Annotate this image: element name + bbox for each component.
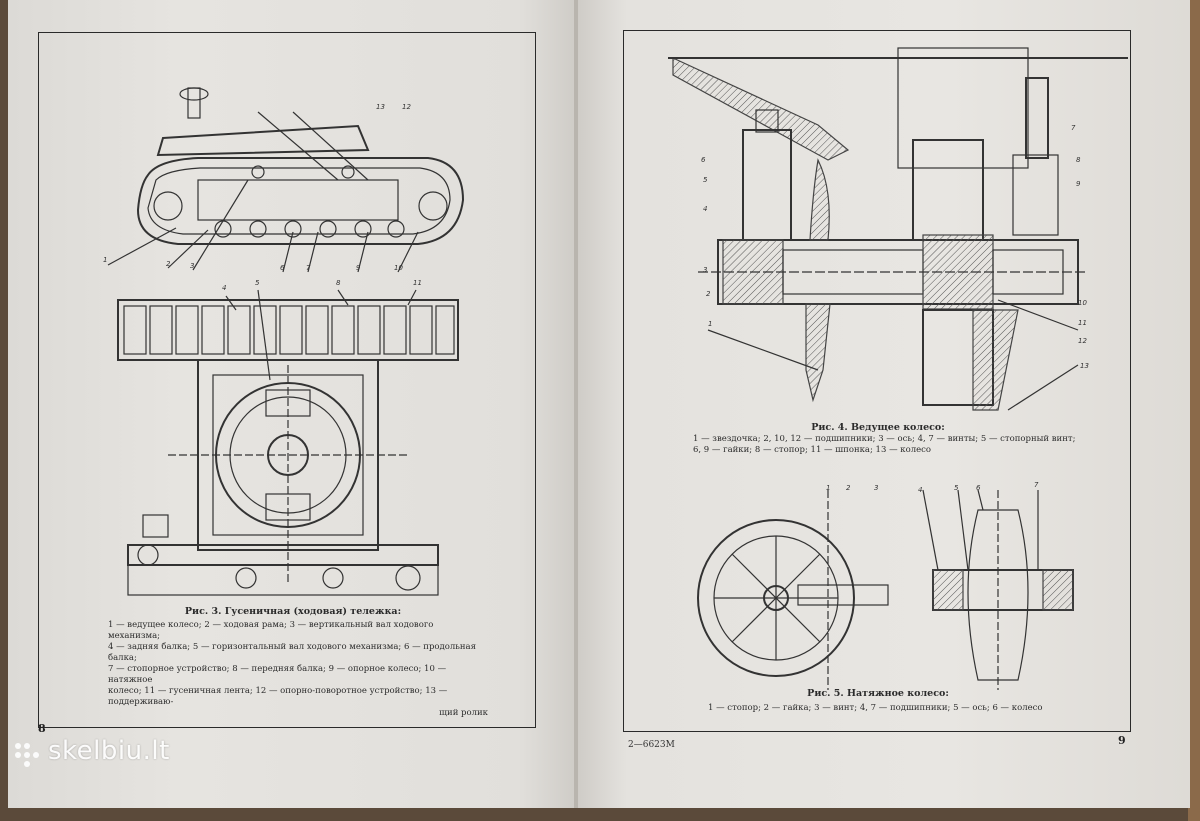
fig3-caption-title: Рис. 3. Гусеничная (ходовая) тележка:	[184, 606, 402, 617]
callout-8: 8	[1076, 156, 1081, 164]
watermark-text: skelbiu.lt	[48, 736, 170, 766]
track-plan-view	[117, 289, 459, 596]
caption-line: щий ролик	[439, 708, 488, 718]
callout-6: 6	[701, 156, 706, 164]
track-side-view	[107, 87, 465, 273]
callout-9: 9	[1076, 180, 1081, 188]
callout-3: 3	[874, 484, 878, 492]
callout-12: 12	[402, 103, 411, 111]
callout-7: 7	[1034, 481, 1039, 489]
callout-10: 10	[1078, 299, 1087, 307]
fig5-caption: 1 — стопор; 2 — гайка; 3 — винт; 4, 7 — …	[708, 703, 1108, 714]
tension-wheel-drawing	[697, 489, 1074, 690]
callout-2: 2	[166, 260, 171, 268]
callout-11: 11	[1078, 319, 1087, 327]
caption-line: 1 — стопор; 2 — гайка; 3 — винт; 4, 7 — …	[708, 703, 1043, 713]
callout-1: 1	[708, 320, 712, 328]
callout-13: 13	[1080, 362, 1089, 370]
callout-4: 4	[222, 284, 226, 292]
callout-8: 8	[336, 279, 341, 287]
callout-2: 2	[846, 484, 851, 492]
callout-3: 3	[190, 262, 194, 270]
callout-5: 5	[255, 279, 260, 287]
fig5-callout-numbers: 1 2 3 4 5 6 7	[826, 481, 1039, 494]
right-page: 6 5 4 3 2 1 7 8 9 10 11 12 13	[578, 0, 1190, 808]
right-page-frame	[623, 30, 1131, 732]
callout-3: 3	[703, 266, 707, 274]
fig3-caption: 1 — ведущее колесо; 2 — ходовая рама; 3 …	[108, 620, 488, 719]
callout-9: 9	[356, 264, 361, 272]
callout-10: 10	[394, 264, 403, 272]
callout-1: 1	[826, 484, 830, 492]
callout-4: 4	[918, 486, 922, 494]
left-page-frame	[38, 32, 536, 728]
watermark: skelbiu.lt	[15, 736, 170, 767]
caption-line: 1 — звездочка; 2, 10, 12 — подшипники; 3…	[693, 434, 1076, 444]
fig4-callout-numbers: 6 5 4 3 2 1 7 8 9 10 11 12 13	[701, 124, 1089, 370]
callout-1: 1	[103, 256, 107, 264]
fig5-caption-title: Рис. 5. Натяжное колесо:	[807, 688, 949, 699]
book-cover-edge	[1188, 0, 1200, 821]
caption-line: 6, 9 — гайки; 8 — стопор; 11 — шпонка; 1…	[693, 445, 932, 455]
callout-7: 7	[1071, 124, 1076, 132]
fig3-drawing: 13 12 1 2 3 6 7 9 10 4 5 8 11	[103, 87, 465, 596]
callout-4: 4	[703, 205, 707, 213]
callout-2: 2	[706, 290, 711, 298]
book-gutter	[574, 0, 580, 808]
caption-line: 4 — задняя балка; 5 — горизонтальный вал…	[108, 642, 476, 663]
callout-6: 6	[280, 264, 285, 272]
caption-line: 1 — ведущее колесо; 2 — ходовая рама; 3 …	[108, 620, 434, 641]
left-page: 13 12 1 2 3 6 7 9 10 4 5 8 11 Рис. 3. Гу…	[8, 0, 576, 808]
callout-7: 7	[306, 264, 311, 272]
callout-12: 12	[1078, 337, 1087, 345]
fig4-caption-title: Рис. 4. Ведущее колесо:	[811, 422, 945, 433]
fig4-caption: 1 — звездочка; 2, 10, 12 — подшипники; 3…	[693, 434, 1113, 456]
drive-wheel-section	[668, 47, 1128, 411]
callout-6: 6	[976, 484, 981, 492]
callout-11: 11	[413, 279, 422, 287]
callout-5: 5	[954, 484, 959, 492]
right-page-number: 9	[1118, 734, 1126, 747]
caption-line: колесо; 11 — гусеничная лента; 12 — опор…	[108, 686, 448, 707]
callout-13: 13	[376, 103, 385, 111]
print-code: 2—6623М	[628, 740, 675, 750]
fig3-callout-numbers: 13 12 1 2 3 6 7 9 10 4 5 8 11	[103, 103, 422, 292]
watermark-logo-icon	[15, 743, 39, 767]
fig4-drawing: 6 5 4 3 2 1 7 8 9 10 11 12 13	[668, 47, 1128, 690]
callout-5: 5	[703, 176, 708, 184]
caption-line: 7 — стопорное устройство; 8 — передняя б…	[108, 664, 447, 685]
left-page-number: 8	[38, 722, 46, 735]
